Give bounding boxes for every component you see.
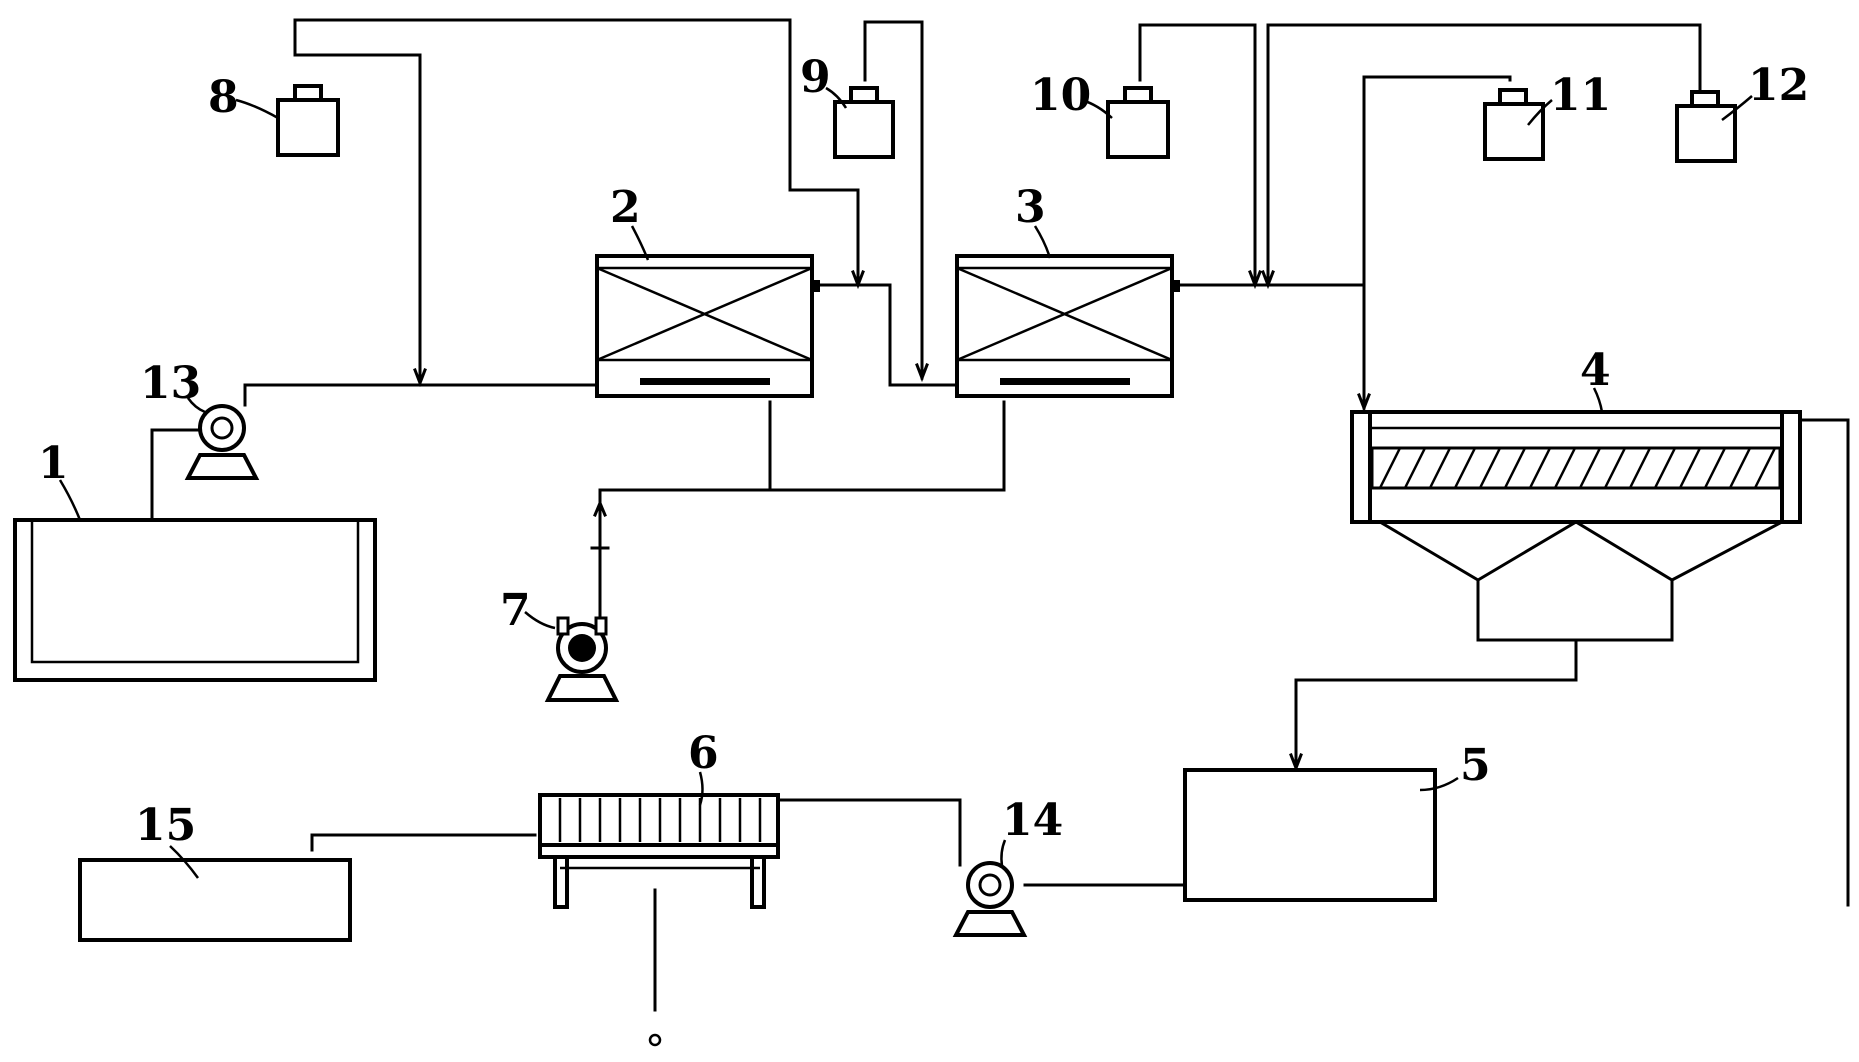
pipe-4-to-5	[1294, 638, 1578, 770]
label-2: 2	[610, 182, 641, 233]
label-10: 10	[1030, 70, 1091, 121]
tank-1	[13, 518, 377, 682]
clarifier-4	[1350, 410, 1802, 582]
arrow-7	[593, 499, 607, 517]
aerator-2	[640, 378, 770, 385]
pipe-hopper-collector	[1476, 578, 1674, 642]
label-6: 6	[688, 728, 719, 779]
filter-press-6	[538, 793, 780, 909]
dosing-tank-12	[1675, 90, 1737, 163]
pipe-top-main	[293, 18, 860, 287]
pipe-network	[150, 18, 1850, 1012]
tank-5	[1183, 768, 1437, 902]
label-9: 9	[800, 52, 831, 103]
label-12: 12	[1748, 60, 1809, 111]
arrow-9	[915, 363, 929, 383]
pump-14	[952, 861, 1028, 937]
pipe-r3-to-4	[1176, 283, 1366, 410]
tank-15	[78, 858, 352, 942]
label-4: 4	[1580, 345, 1611, 396]
label-5: 5	[1460, 740, 1491, 791]
dosing-tank-11	[1483, 88, 1545, 161]
arrow-top	[851, 270, 865, 290]
pipe-pump13-to-reactor2	[243, 383, 597, 407]
pipe-pump14-to-6	[778, 798, 962, 867]
dosing-tank-8	[276, 84, 340, 157]
dosing-tank-9	[833, 86, 895, 159]
pipe-air-r2	[598, 400, 772, 662]
aerator-3	[1000, 378, 1130, 385]
flow-markers	[413, 270, 1371, 1047]
pipe-overflow-4	[1798, 418, 1850, 907]
arrow-10	[1248, 270, 1262, 290]
arrow-11	[1357, 393, 1371, 413]
pipe-r2-to-r3	[813, 283, 957, 387]
outlet-6-drop	[648, 1033, 662, 1047]
reactor-2	[595, 254, 820, 398]
reactor-3	[955, 254, 1180, 398]
pipe-8-down	[303, 53, 422, 385]
arrow-12	[1261, 270, 1275, 290]
pump-13	[184, 404, 260, 480]
pipe-6-to-15	[310, 833, 537, 852]
label-8: 8	[208, 72, 239, 123]
label-1: 1	[38, 438, 69, 489]
pipe-air-r3	[768, 400, 1006, 492]
label-14: 14	[1002, 795, 1063, 846]
pipe-to-8-top	[293, 18, 312, 57]
arrow-8	[413, 368, 427, 388]
number-labels: 1 2 3 4 5 6 7 8 9 10 11 12 13 14 15	[38, 52, 1809, 879]
label-11: 11	[1550, 70, 1611, 121]
pipe-9	[863, 20, 924, 380]
dosing-tank-10	[1106, 86, 1170, 159]
pipe-12	[1266, 23, 1702, 287]
label-7: 7	[500, 585, 531, 636]
label-3: 3	[1015, 182, 1046, 233]
blower-7	[544, 616, 620, 702]
label-15: 15	[135, 800, 196, 851]
sludge-hoppers	[1377, 519, 1785, 582]
pipe-11	[1362, 75, 1512, 410]
pipe-10	[1138, 23, 1257, 287]
